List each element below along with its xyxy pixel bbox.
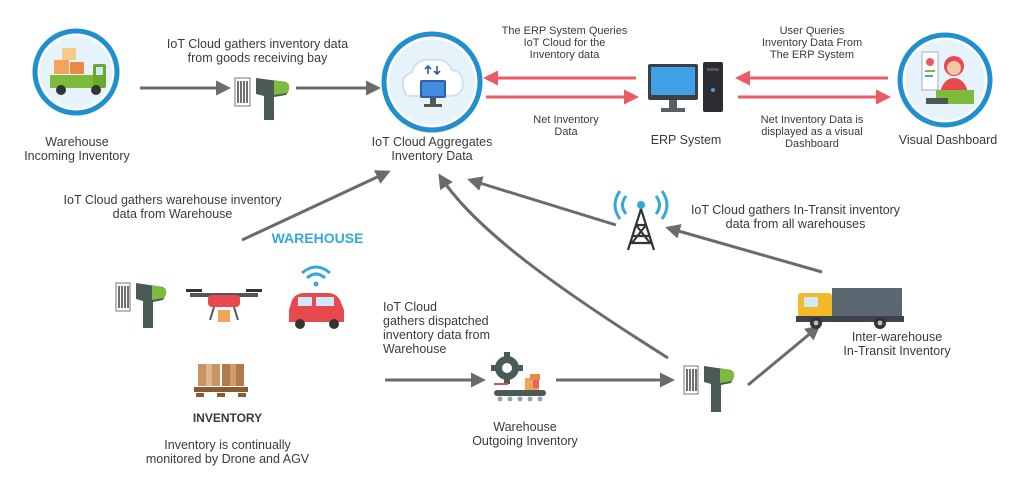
- cell-tower-icon: [613, 190, 669, 251]
- dispatched-line1: IoT Cloud: [383, 300, 437, 314]
- arrows: [140, 70, 891, 388]
- inventory-caption-line2: monitored by Drone and AGV: [145, 452, 310, 466]
- dispatched-line3: inventory data from: [383, 328, 490, 342]
- warehouse-gather-line1: IoT Cloud gathers warehouse inventory: [63, 193, 282, 207]
- outgoing-line1: Warehouse: [493, 420, 557, 434]
- net-inventory-line2: Data: [554, 126, 578, 138]
- erp-queries-flow-label: The ERP System Queries IoT Cloud for the…: [492, 25, 637, 61]
- net-displayed-flow-label: Net Inventory Data is displayed as a vis…: [745, 114, 879, 150]
- user-queries-flow-label: User Queries Inventory Data From The ERP…: [742, 25, 882, 61]
- net-inventory-line1: Net Inventory: [533, 114, 599, 126]
- user-queries-line1: User Queries: [779, 25, 845, 37]
- net-displayed-line3: Dashboard: [785, 138, 839, 150]
- inventory-title: INVENTORY: [192, 411, 263, 425]
- iot-cloud-label: IoT Cloud Aggregates Inventory Data: [352, 135, 512, 163]
- warehouse-incoming-line2: Incoming Inventory: [24, 149, 130, 163]
- delivery-truck-icon: [32, 28, 120, 116]
- user-queries-line3: The ERP System: [769, 49, 855, 61]
- arrow-transit-to-tower: [665, 224, 823, 274]
- in-transit-line2: In-Transit Inventory: [843, 344, 951, 358]
- cargo-truck-icon: [796, 288, 904, 329]
- agv-car-icon: [289, 265, 344, 329]
- dispatched-line4: Warehouse: [383, 342, 447, 356]
- arrow-scanner-to-transit-truck: [747, 325, 821, 387]
- erp-system-label: ERP System: [650, 133, 722, 147]
- in-transit-line1: Inter-warehouse: [851, 330, 943, 344]
- conveyor-gear-icon: [491, 352, 546, 402]
- warehouse-incoming-line1: Warehouse: [45, 135, 109, 149]
- iot-cloud-line2: Inventory Data: [391, 149, 473, 163]
- arrow-warehouse-to-cloud: [241, 170, 391, 242]
- receiving-bay-line2: from goods receiving bay: [187, 51, 328, 65]
- erp-queries-line3: Inventory data: [529, 49, 600, 61]
- net-inventory-flow-label: Net Inventory Data: [520, 114, 612, 138]
- arrow-outgoing-scanner-to-cloud: [438, 173, 669, 360]
- inventory-caption: Inventory is continually monitored by Dr…: [110, 438, 345, 466]
- arrow-tower-to-cloud: [467, 176, 617, 227]
- outgoing-line2: Outgoing Inventory: [472, 434, 578, 448]
- barcode-scanner-icon-warehouse: [115, 282, 167, 328]
- in-transit-gather-line1: IoT Cloud gathers In-Transit inventory: [690, 203, 901, 217]
- desktop-computer-icon: [648, 62, 723, 112]
- erp-queries-line1: The ERP System Queries: [501, 25, 628, 37]
- in-transit-gather-line2: data from all warehouses: [725, 217, 866, 231]
- receiving-bay-flow-label: IoT Cloud gathers inventory data from go…: [145, 37, 370, 65]
- dispatched-flow-label: IoT Cloud gathers dispatched inventory d…: [383, 300, 523, 356]
- dashboard-user-icon: [897, 32, 993, 128]
- warehouse-title: WAREHOUSE: [271, 230, 364, 246]
- in-transit-gather-flow-label: IoT Cloud gathers In-Transit inventory d…: [668, 203, 923, 231]
- receiving-bay-line1: IoT Cloud gathers inventory data: [166, 37, 349, 51]
- warehouse-gather-flow-label: IoT Cloud gathers warehouse inventory da…: [30, 193, 315, 221]
- iot-cloud-line1: IoT Cloud Aggregates: [371, 135, 493, 149]
- drone-icon: [186, 289, 262, 322]
- inventory-boxes-icon: [194, 364, 248, 397]
- warehouse-gather-line2: data from Warehouse: [112, 207, 233, 221]
- cloud-computer-icon: [381, 31, 483, 133]
- barcode-scanner-icon-outgoing: [683, 365, 735, 412]
- in-transit-label: Inter-warehouse In-Transit Inventory: [822, 330, 972, 358]
- erp-queries-line2: IoT Cloud for the: [523, 37, 606, 49]
- barcode-scanner-icon-top: [234, 77, 290, 120]
- warehouse-incoming-label: Warehouse Incoming Inventory: [14, 135, 140, 163]
- net-displayed-line1: Net Inventory Data is: [760, 114, 864, 126]
- visual-dashboard-label: Visual Dashboard: [898, 133, 998, 147]
- user-queries-line2: Inventory Data From: [761, 37, 863, 49]
- inventory-caption-line1: Inventory is continually: [164, 438, 291, 452]
- outgoing-label: Warehouse Outgoing Inventory: [455, 420, 595, 448]
- dispatched-line2: gathers dispatched: [383, 314, 489, 328]
- net-displayed-line2: displayed as a visual: [761, 126, 863, 138]
